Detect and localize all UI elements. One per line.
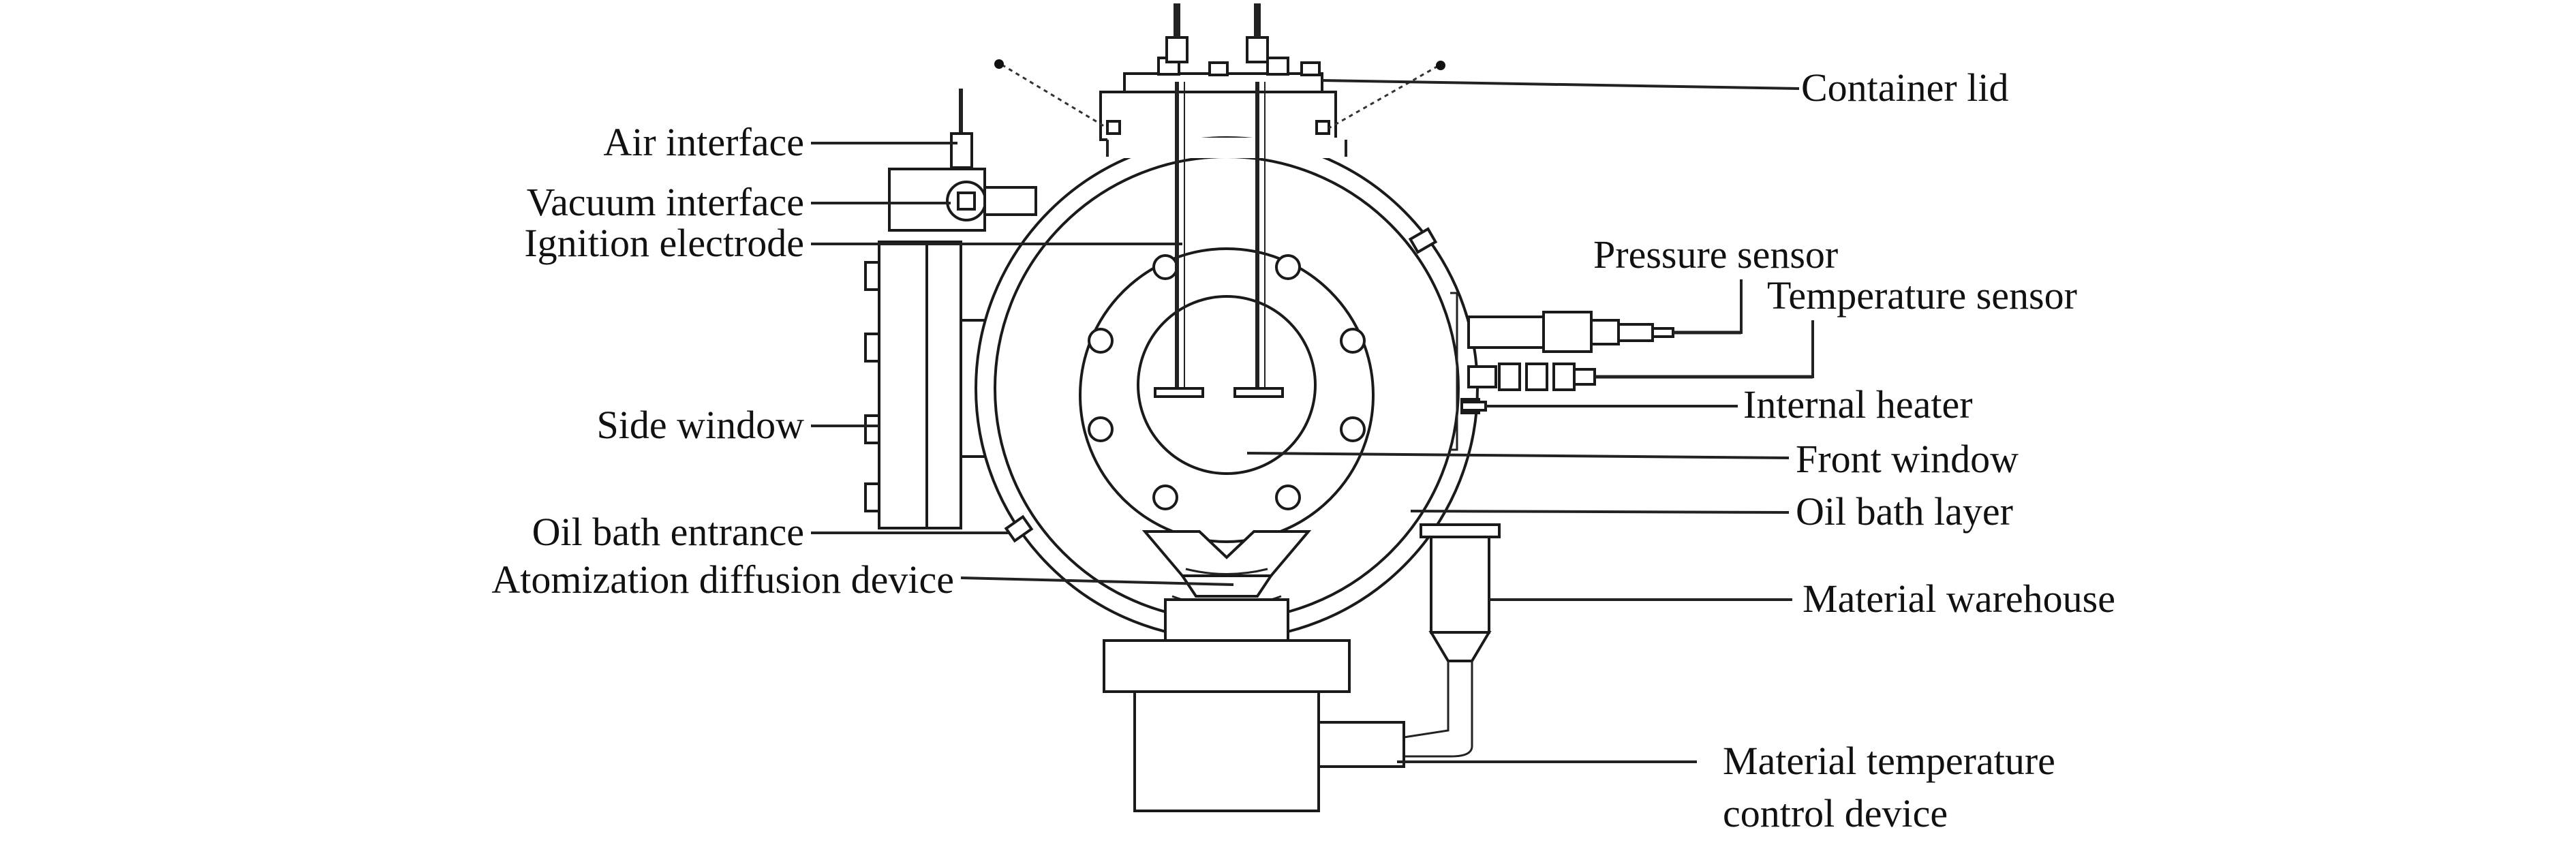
label-material-temperature-control-device-line1: Material temperature — [1723, 739, 2055, 783]
ignition-electrode — [1154, 82, 1284, 398]
air-interface — [950, 89, 973, 169]
label-air-interface: Air interface — [603, 120, 804, 164]
pressure-sensor — [1467, 311, 1741, 353]
material-warehouse — [1317, 523, 1501, 768]
vacuum-interface — [888, 168, 1037, 232]
labels: Container lid Air interface Vacuum inter… — [491, 65, 2115, 835]
temperature-sensor — [1467, 363, 1813, 391]
label-atomization-diffusion-device: Atomization diffusion device — [491, 557, 954, 602]
internal-heater — [1460, 398, 1487, 414]
label-vacuum-interface: Vacuum interface — [527, 180, 804, 224]
label-oil-bath-layer: Oil bath layer — [1796, 489, 2013, 534]
label-side-window: Side window — [597, 403, 805, 447]
label-oil-bath-entrance: Oil bath entrance — [532, 510, 804, 554]
base — [1103, 598, 1351, 812]
label-material-temperature-control-device-line2: control device — [1723, 791, 1948, 835]
side-window — [864, 241, 990, 529]
apparatus-drawing — [864, 3, 1813, 812]
container-lid — [994, 3, 1445, 141]
label-container-lid: Container lid — [1801, 65, 2008, 110]
front-window — [1079, 247, 1375, 543]
label-pressure-sensor: Pressure sensor — [1593, 232, 1838, 277]
label-front-window: Front window — [1796, 437, 2019, 481]
oil-bath-entrance — [1004, 514, 1034, 543]
atomization-diffusion-device — [1141, 530, 1312, 608]
label-material-warehouse: Material warehouse — [1803, 576, 2115, 621]
label-ignition-electrode: Ignition electrode — [524, 221, 804, 265]
leader-lines — [811, 79, 1814, 763]
label-temperature-sensor: Temperature sensor — [1767, 273, 2077, 318]
label-internal-heater: Internal heater — [1743, 382, 1973, 427]
